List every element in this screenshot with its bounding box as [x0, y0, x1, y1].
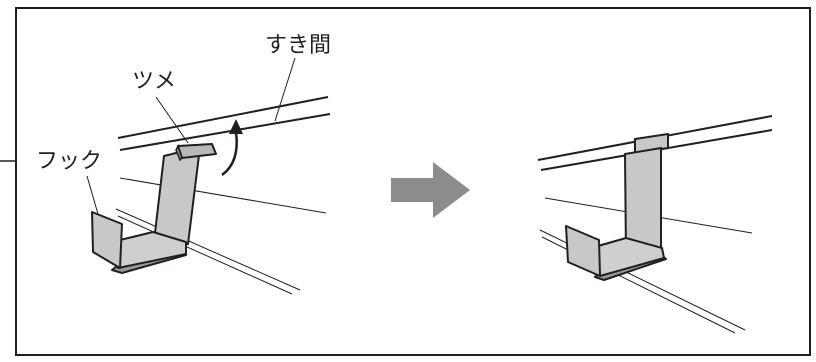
curved-arrow-icon — [221, 119, 243, 177]
board-edge-lower — [119, 113, 331, 151]
label-gap: すき間 — [265, 33, 331, 58]
back-surface-line — [119, 177, 327, 214]
leader-hook — [86, 175, 99, 215]
hook-before — [91, 143, 217, 274]
step-before: すき間 ツメ フック — [36, 33, 331, 295]
hook-after — [565, 133, 669, 281]
rail-line-1 — [115, 208, 301, 291]
step-after — [537, 115, 773, 334]
right-arrow-icon — [391, 162, 470, 218]
board-edge-upper — [117, 96, 329, 139]
leader-tab — [155, 96, 189, 144]
label-hook: フック — [36, 149, 102, 174]
leader-gap — [274, 57, 296, 122]
rail-line-2 — [117, 215, 293, 295]
label-tab: ツメ — [132, 69, 176, 94]
